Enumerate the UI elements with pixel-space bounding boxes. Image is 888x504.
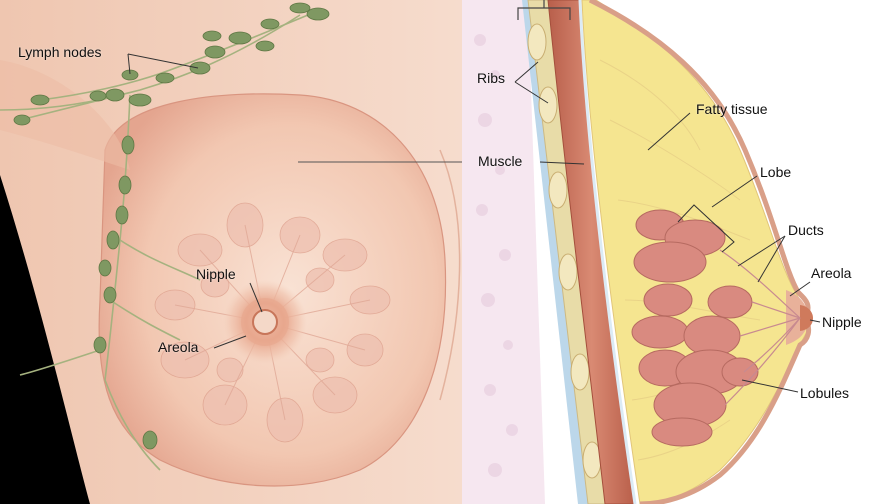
label-cross-areola: Areola (811, 265, 851, 281)
label-lymph-nodes: Lymph nodes (18, 44, 102, 60)
cross-section-view (462, 0, 888, 504)
front-nipple (253, 310, 277, 334)
label-front-nipple: Nipple (196, 266, 236, 282)
label-ducts: Ducts (788, 222, 824, 238)
label-ribs: Ribs (477, 70, 505, 86)
label-lobe: Lobe (760, 164, 791, 180)
label-cross-nipple: Nipple (822, 314, 862, 330)
label-fatty-tissue: Fatty tissue (696, 101, 768, 117)
label-lobules: Lobules (800, 385, 849, 401)
label-muscle: Muscle (478, 153, 522, 169)
front-view (0, 0, 472, 504)
label-front-areola: Areola (158, 339, 198, 355)
